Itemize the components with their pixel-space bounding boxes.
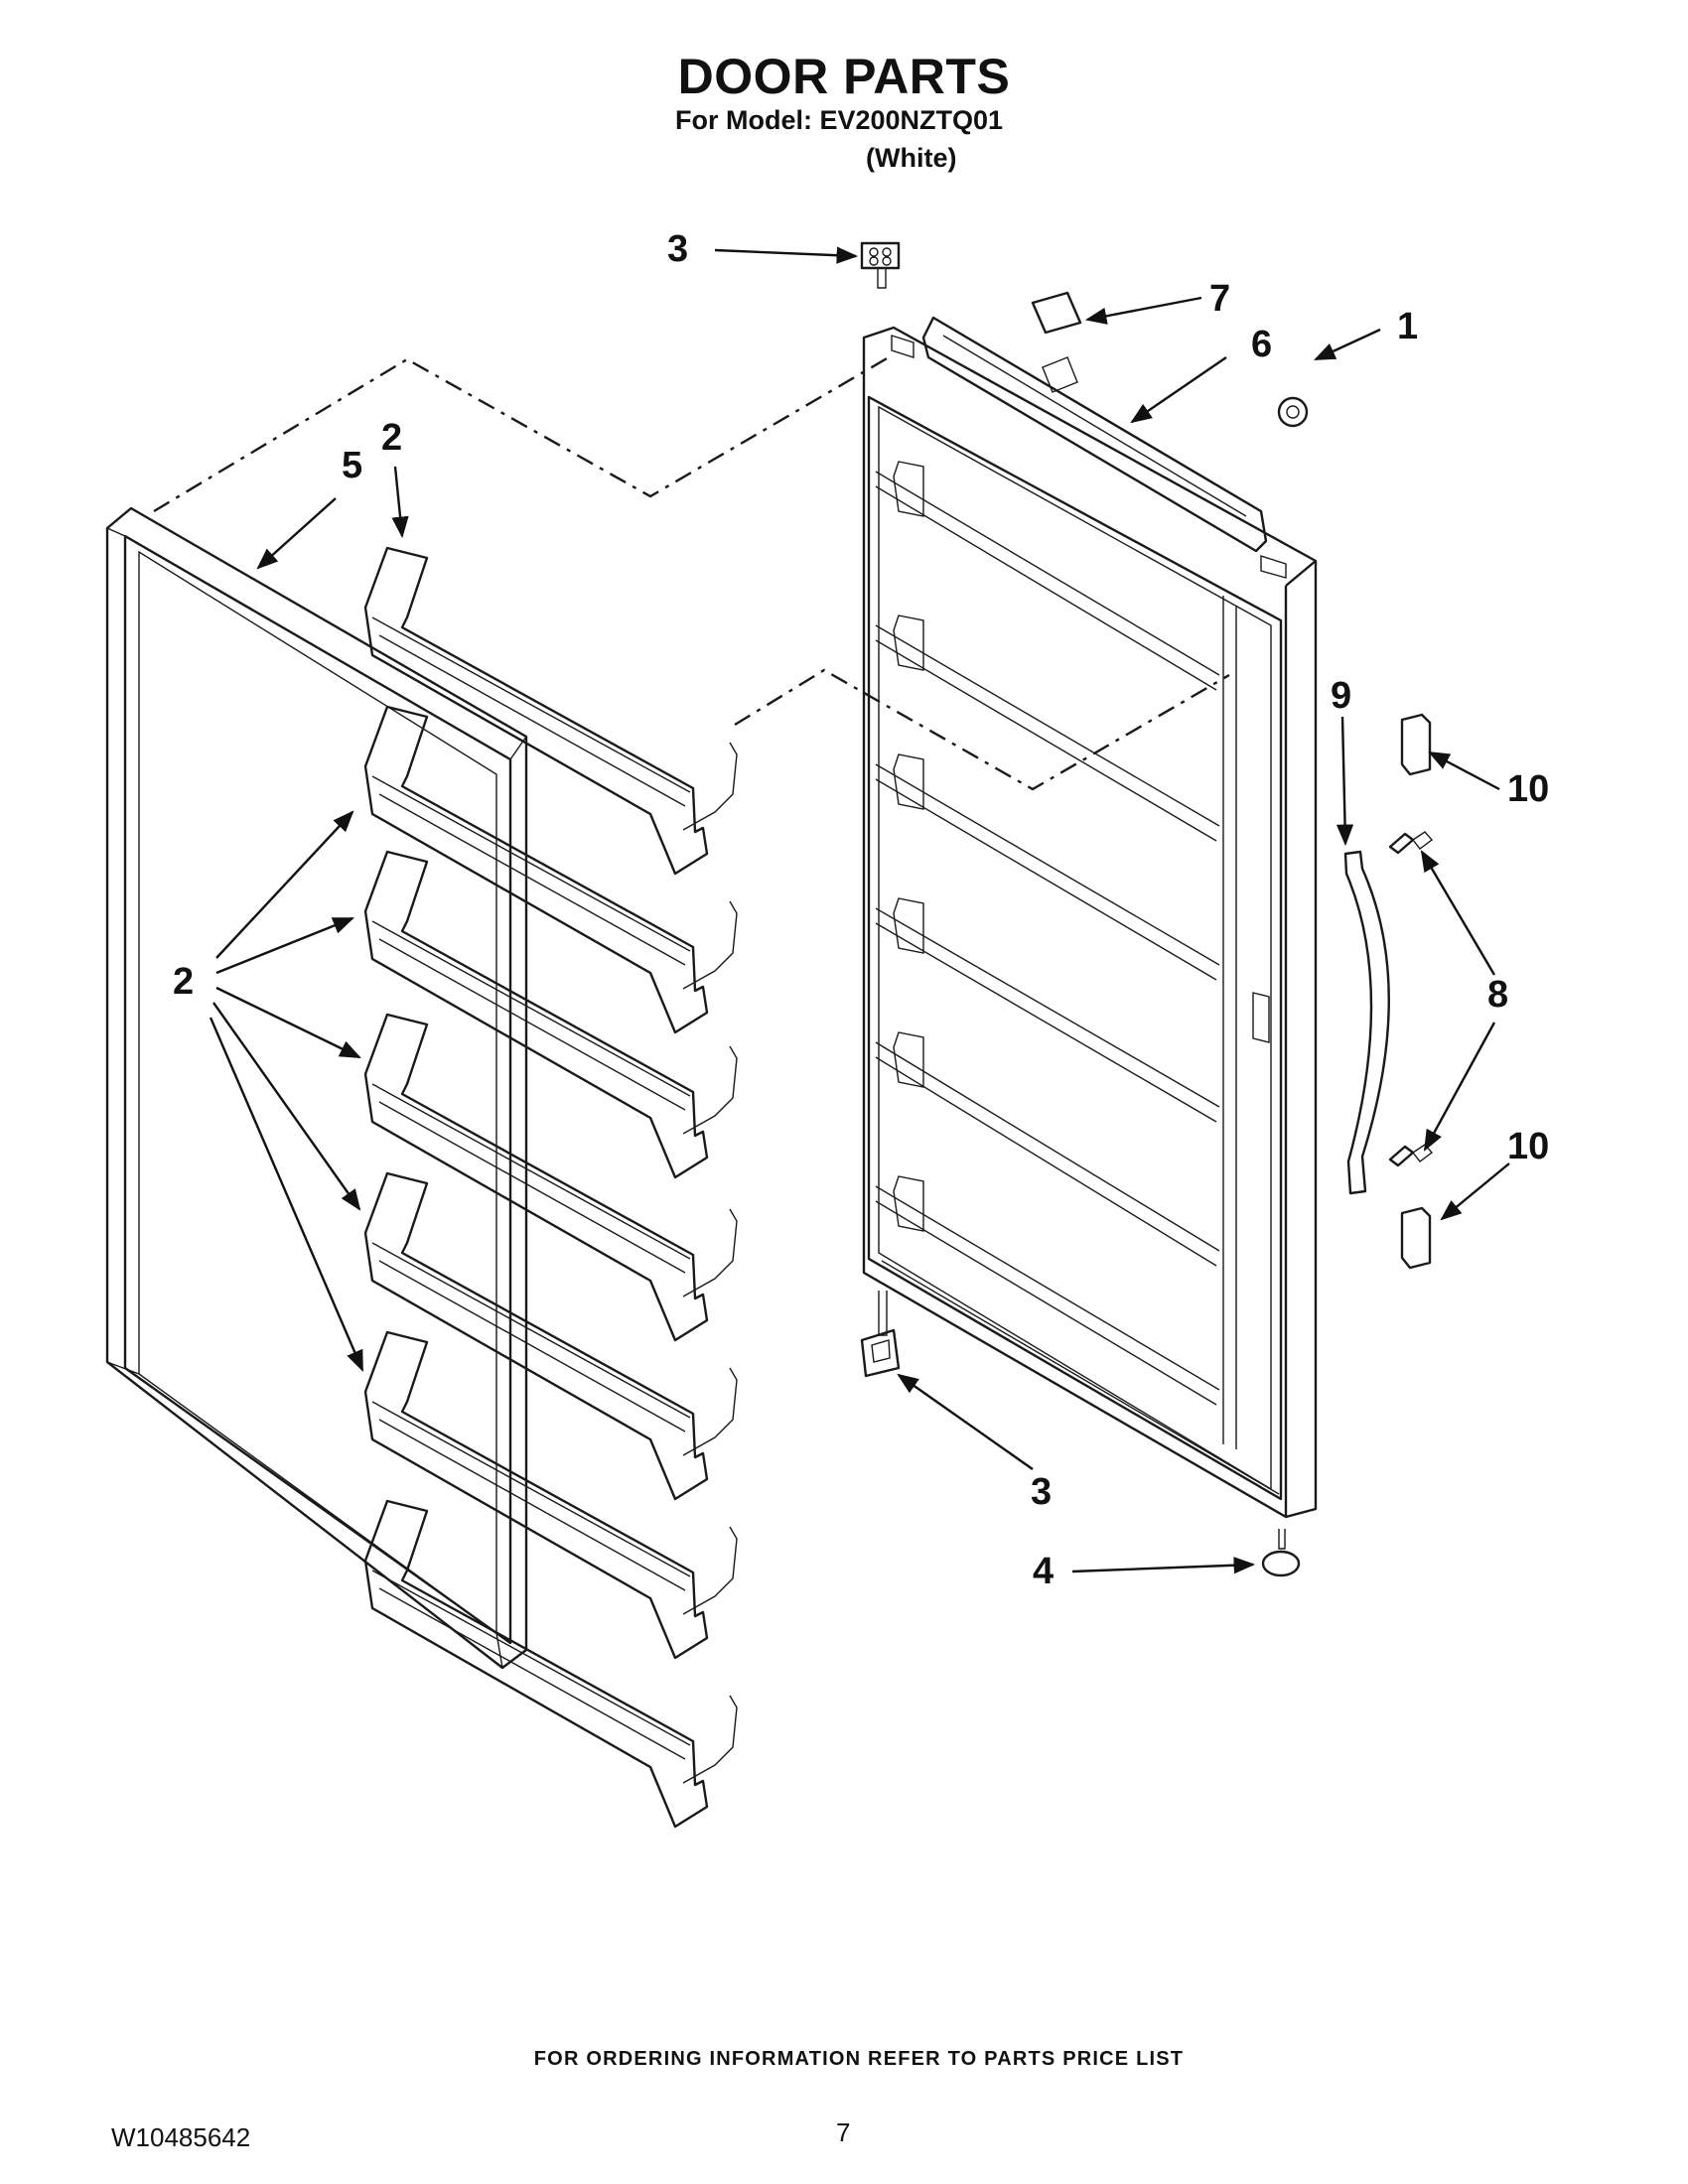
door-handle (1343, 850, 1390, 1195)
door-gasket (105, 506, 528, 1670)
plug-button-top (1400, 713, 1432, 776)
callout-arrows (209, 246, 1510, 1574)
alignment-line-upper (153, 355, 890, 513)
callout-7: 7 (1209, 278, 1231, 320)
door-shelf-3 (363, 850, 738, 1179)
callout-9: 9 (1331, 675, 1352, 717)
door-shelf-1 (363, 546, 738, 876)
page-number: 7 (836, 2117, 851, 2147)
callout-2-top: 2 (381, 417, 403, 459)
hinge-top (860, 241, 901, 289)
callout-10-bottom: 10 (1507, 1126, 1550, 1167)
model-variant: (White) (866, 143, 957, 173)
hinge-bottom (860, 1291, 901, 1378)
callout-2-left: 2 (173, 961, 195, 1003)
callout-6: 6 (1251, 324, 1273, 365)
model-number: For Model: EV200NZTQ01 (675, 105, 1004, 135)
callout-1: 1 (1397, 306, 1419, 347)
callout-3-top: 3 (667, 228, 689, 270)
callout-4: 4 (1033, 1551, 1055, 1592)
page-title: DOOR PARTS (677, 49, 1011, 104)
rating-label (1031, 291, 1082, 335)
callout-5: 5 (342, 445, 363, 486)
hinge-pin-cover (1277, 396, 1309, 428)
door-assembly (862, 316, 1318, 1519)
callout-3-bottom: 3 (1031, 1471, 1053, 1513)
leveling-foot (1261, 1529, 1301, 1577)
handle-screw-bottom (1388, 1144, 1434, 1167)
door-shelf-4 (363, 1013, 738, 1342)
door-shelf-5 (363, 1171, 738, 1501)
alignment-line-lower (734, 668, 1230, 791)
callout-10-top: 10 (1507, 768, 1550, 810)
callout-8: 8 (1487, 974, 1509, 1016)
plug-button-bottom (1400, 1206, 1432, 1270)
door-shelf-7 (363, 1499, 738, 1829)
door-shelf-2 (363, 705, 738, 1034)
door-shelf-6 (363, 1330, 738, 1660)
ordering-note: FOR ORDERING INFORMATION REFER TO PARTS … (533, 2048, 1185, 2070)
document-number: W10485642 (111, 2122, 251, 2152)
handle-screw-top (1388, 831, 1434, 855)
